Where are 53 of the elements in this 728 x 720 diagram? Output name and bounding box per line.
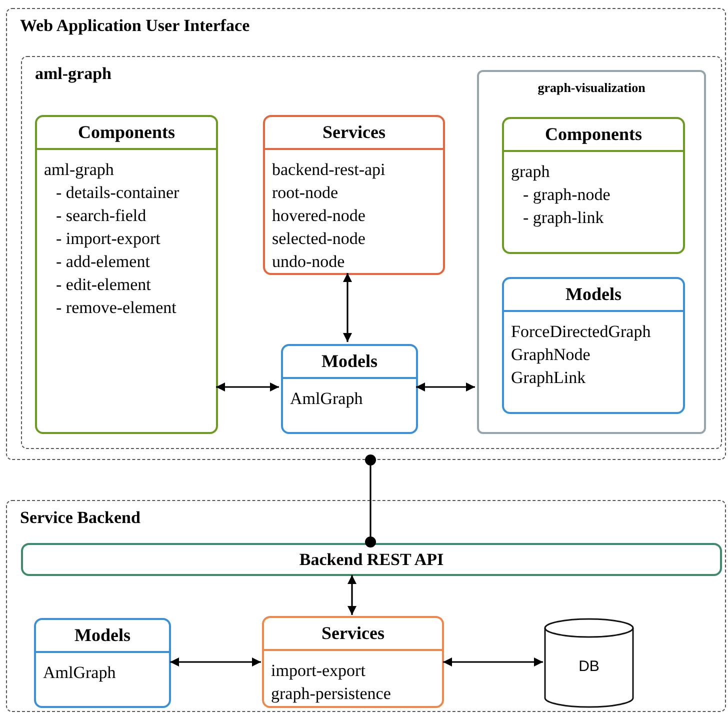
card-header: Models xyxy=(504,279,683,312)
dashed-frame xyxy=(6,500,726,712)
module-card xyxy=(502,277,685,414)
list-item: ForceDirectedGraph xyxy=(511,321,652,343)
list-item: aml-graph xyxy=(44,159,115,181)
list-item: - details-container xyxy=(55,182,180,204)
card-header: Models xyxy=(36,620,169,653)
list-item: AmlGraph xyxy=(290,388,364,410)
list-item: - remove-element xyxy=(55,297,178,319)
module-card xyxy=(281,344,418,434)
module-card xyxy=(502,117,685,254)
module-card xyxy=(34,618,171,708)
arrow xyxy=(343,273,352,342)
frame-title: Web Application User Interface xyxy=(20,15,250,37)
list-item: undo-node xyxy=(272,251,346,273)
list-item: hovered-node xyxy=(272,205,366,227)
module-card xyxy=(262,616,444,708)
list-item: GraphNode xyxy=(511,344,592,366)
database-label: DB xyxy=(578,656,600,677)
list-item: - add-element xyxy=(55,251,151,273)
list-item: - graph-node xyxy=(522,184,612,206)
arrow xyxy=(416,382,475,392)
list-item: root-node xyxy=(272,182,340,204)
frame-title: aml-graph xyxy=(35,63,112,85)
module-card xyxy=(35,115,218,434)
module-card xyxy=(263,115,445,275)
list-item: graph-persistence xyxy=(271,683,392,705)
dot-ended-connector xyxy=(365,454,376,548)
dashed-frame xyxy=(21,56,722,449)
frame-title: Service Backend xyxy=(20,507,140,529)
card-header: Models xyxy=(283,346,416,379)
list-item: GraphLink xyxy=(511,367,587,389)
list-item: - search-field xyxy=(55,205,148,227)
arrow xyxy=(216,382,279,392)
list-item: import-export xyxy=(271,660,366,682)
card-header: Services xyxy=(264,618,442,651)
arrow xyxy=(348,575,356,615)
list-item: - import-export xyxy=(55,228,162,250)
card-header: Components xyxy=(37,117,216,150)
arrow xyxy=(443,658,543,666)
list-item: backend-rest-api xyxy=(272,159,386,181)
list-item: selected-node xyxy=(272,228,366,250)
api-bar: Backend REST API xyxy=(21,543,722,576)
card-header: Components xyxy=(504,119,683,152)
card-header: Services xyxy=(265,117,443,150)
list-item: - graph-link xyxy=(522,207,605,229)
group-panel xyxy=(477,70,706,434)
list-item: graph xyxy=(511,161,551,183)
arrow xyxy=(170,658,261,666)
list-item: AmlGraph xyxy=(43,662,117,684)
list-item: - edit-element xyxy=(55,274,152,296)
panel-title: graph-visualization xyxy=(538,80,646,96)
dashed-frame xyxy=(6,8,726,460)
